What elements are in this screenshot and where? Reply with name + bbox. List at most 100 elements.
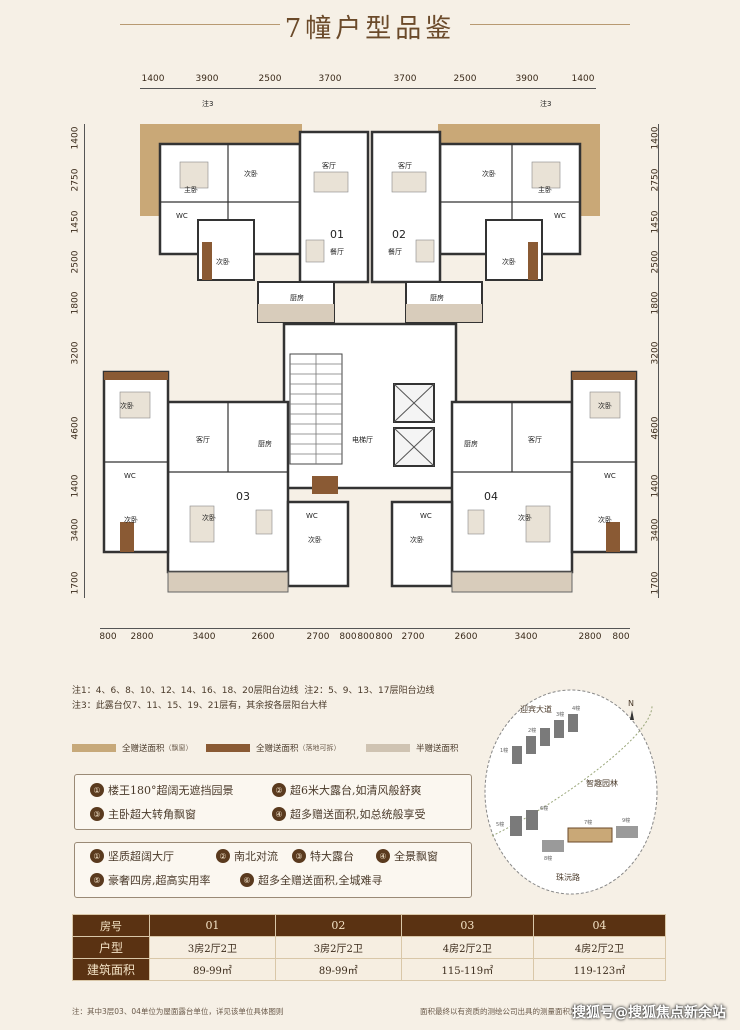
room-label: 次卧 [120, 401, 134, 410]
table-header-cell: 01 [149, 914, 276, 937]
dim-label: 1800 [70, 291, 81, 315]
half-area-01 [258, 304, 334, 322]
terrace-right [438, 124, 600, 216]
dim-label: 1400 [141, 74, 165, 84]
stair-lines [290, 354, 342, 464]
unit-number: 04 [484, 490, 498, 503]
building [554, 720, 564, 738]
feature-icon: ① [90, 849, 104, 863]
building [542, 840, 564, 852]
sofa [313, 171, 349, 193]
footer-note-left: 注：其中3层03、04单位为屋面露台单位，详见该单位具体图则 [72, 1007, 284, 1016]
dim-label: 2750 [650, 168, 661, 192]
dim-label: 800 [99, 632, 117, 642]
room-label: 主卧 [538, 185, 552, 194]
building-label: 6幢 [540, 805, 548, 812]
dim-label: 3200 [650, 341, 661, 365]
bay-window-04b [606, 522, 620, 552]
dim-label: 1400 [650, 126, 661, 150]
table [305, 239, 325, 263]
dim-label: 1450 [650, 210, 661, 234]
table-cell: 89-99㎡ [149, 958, 276, 981]
room-label: WC [176, 212, 188, 220]
feature-icon: ① [90, 783, 104, 797]
legend-swatch [72, 744, 116, 752]
bay-window-03 [104, 372, 168, 380]
dim-label: 3400 [514, 632, 538, 642]
title-rule-left [120, 24, 280, 25]
legend-sub: （飘窗） [164, 744, 193, 752]
dim-label: 3900 [195, 74, 219, 84]
building [526, 810, 538, 830]
bay-window-02 [528, 242, 538, 280]
bottom-dim-line [100, 628, 630, 629]
table-cell: 115-119㎡ [400, 958, 534, 981]
room-label: 餐厅 [388, 247, 402, 256]
dim-label: 3400 [192, 632, 216, 642]
room-label: WC [554, 212, 566, 220]
elevator-x [393, 383, 435, 423]
dim-label: 2800 [578, 632, 602, 642]
dim-label: 2500 [650, 250, 661, 274]
page-title: 7幢户型品鉴 [284, 14, 456, 44]
room-label: 次卧 [308, 535, 322, 544]
dim-label: 3700 [318, 74, 342, 84]
bay-window-03b [120, 522, 134, 552]
watermark: 搜狐号@搜狐焦点新余站 [572, 1005, 726, 1021]
table-cell: 4房2厅2卫 [532, 936, 667, 959]
table-row-label: 户型 [72, 936, 150, 959]
road-label: 珠沅路 [556, 872, 580, 882]
sofa [391, 171, 427, 193]
dim-label: 1450 [70, 210, 81, 234]
dim-label: 800 [339, 632, 357, 642]
core-bottom-brown [312, 476, 338, 494]
room-label: 厨房 [464, 439, 478, 448]
building-7 [567, 827, 613, 843]
dim-label: 2700 [306, 632, 330, 642]
unit-number: 02 [392, 228, 406, 241]
dim-label: 1700 [70, 571, 81, 595]
legend-sub: （落地可拆） [298, 744, 341, 752]
floor-plan: 主卧 主卧 次卧 次卧 WC WC 次卧 次卧 客厅 客厅 餐厅 餐厅 厨房 厨… [102, 99, 638, 593]
unit-03-bottom-bed [286, 500, 350, 588]
sofa [189, 505, 215, 543]
unit-number: 01 [330, 228, 344, 241]
dim-label: 3200 [70, 341, 81, 365]
dim-label: 800 [357, 632, 375, 642]
table-cell: 4房2厅2卫 [400, 936, 534, 959]
note-line: 注3：此露台仅7、11、15、19、21层有，其余按各层阳台大样 [72, 701, 328, 711]
feature-icon: ④ [376, 849, 390, 863]
legend-label: 半赠送面积 [416, 744, 459, 754]
room-label: 客厅 [398, 161, 412, 170]
road-label: 智趣园林 [586, 778, 618, 788]
sofa [525, 505, 551, 543]
table [255, 509, 273, 535]
feature-icon: ⑥ [240, 873, 254, 887]
dim-label: 1800 [650, 291, 661, 315]
dim-label: 2700 [401, 632, 425, 642]
room-label: 次卧 [410, 535, 424, 544]
building [512, 746, 522, 764]
dim-label: 800 [612, 632, 630, 642]
feature-icon: ② [272, 783, 286, 797]
building [510, 816, 522, 836]
legend-item: 全赠送面积 （飘窗） [72, 742, 193, 754]
table-row: 建筑面积 89-99㎡ 89-99㎡ 115-119㎡ 119-123㎡ [72, 958, 667, 981]
dim-label: 2500 [453, 74, 477, 84]
top-dimensions: 1400 3900 2500 3700 3700 2500 3900 1400 [0, 74, 740, 92]
building [540, 728, 550, 746]
north-label: N [628, 699, 634, 708]
room-label: 次卧 [502, 257, 516, 266]
dim-label: 800 [375, 632, 393, 642]
dim-label: 2500 [258, 74, 282, 84]
room-label: 厨房 [290, 293, 304, 302]
dim-label: 3900 [515, 74, 539, 84]
dim-label: 1400 [70, 474, 81, 498]
table-cell: 89-99㎡ [274, 958, 402, 981]
